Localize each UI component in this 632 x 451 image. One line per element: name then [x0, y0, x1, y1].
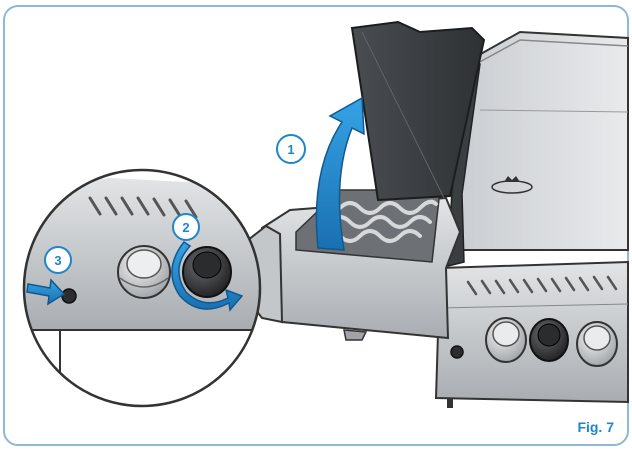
- step-1-badge: 1: [276, 134, 306, 164]
- rotate-arrow-icon: [171, 240, 244, 312]
- step-2-rotate-arrow: [171, 240, 244, 312]
- ignition-button-icon: [450, 345, 464, 359]
- push-arrow-icon: [26, 278, 66, 306]
- step-3-push-arrow: [26, 278, 66, 306]
- inset-knob-main-burner: [117, 245, 171, 299]
- curved-up-arrow-icon: [315, 96, 365, 251]
- knob-center-dark: [529, 318, 569, 362]
- inset-magnified-view: [22, 168, 262, 408]
- napoleon-logo-icon: [491, 176, 533, 194]
- step-1-number: 1: [287, 142, 294, 157]
- inset-ignition-button-icon: [61, 288, 77, 304]
- inset-knob-side-burner: [182, 246, 232, 298]
- step-1-lift-arrow: [315, 96, 365, 251]
- main-grill-body: [434, 30, 629, 408]
- knob-right: [576, 321, 618, 367]
- step-2-number: 2: [182, 220, 189, 235]
- step-3-number: 3: [54, 253, 61, 268]
- knob-left: [485, 317, 527, 363]
- side-burner: [247, 20, 486, 341]
- step-3-badge: 3: [44, 246, 72, 274]
- step-2-badge: 2: [172, 213, 200, 241]
- figure-label: Fig. 7: [577, 419, 614, 435]
